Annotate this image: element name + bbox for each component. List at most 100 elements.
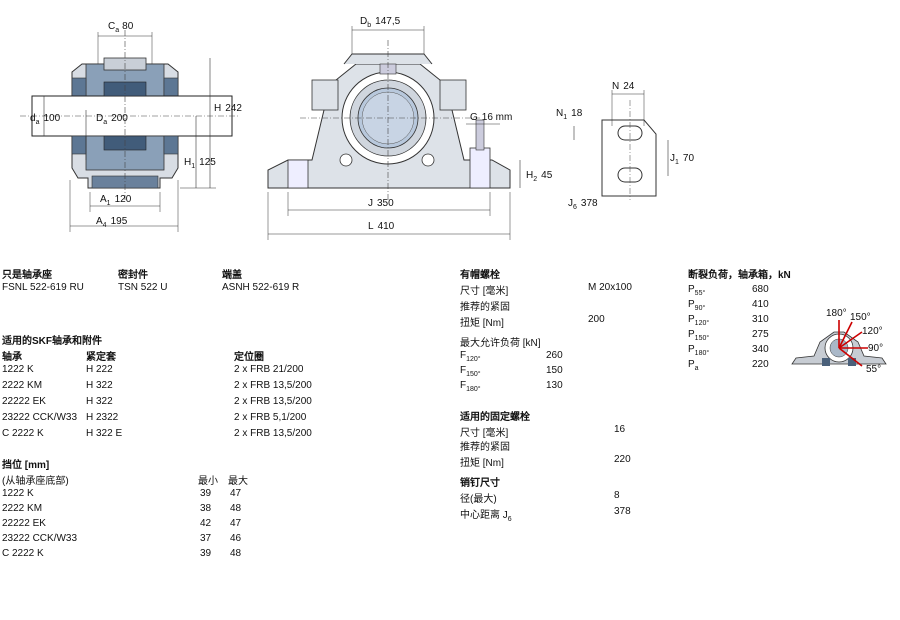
abutment-bearing: C 2222 K bbox=[2, 548, 44, 559]
dowel-center-label: 中心距离 J6 bbox=[460, 510, 512, 523]
attach-bolts-torque-unit: 扭矩 [Nm] bbox=[460, 458, 504, 469]
angle-label-120: 120° bbox=[862, 326, 883, 337]
breaking-load-value: 340 bbox=[752, 344, 769, 355]
abutment-bearing: 1222 K bbox=[2, 488, 34, 499]
breaking-load-label: P180° bbox=[688, 344, 710, 357]
angle-label-180: 180° bbox=[826, 308, 847, 319]
accessory-sleeve: H 322 E bbox=[86, 428, 123, 439]
attach-bolts-size-value: 16 bbox=[614, 424, 626, 435]
abutment-min: 39 bbox=[200, 488, 212, 499]
accessories-title: 适用的SKF轴承和附件 bbox=[2, 336, 102, 347]
accessory-ring: 2 x FRB 13,5/200 bbox=[234, 428, 312, 439]
accessory-bearing: 2222 KM bbox=[2, 380, 43, 391]
breaking-load-label: P90° bbox=[688, 299, 706, 312]
max-load-value: 150 bbox=[546, 365, 563, 376]
seal-value: TSN 522 U bbox=[118, 282, 168, 293]
abutment-max: 47 bbox=[230, 488, 242, 499]
cap-bolts-torque-unit: 扭矩 [Nm] bbox=[460, 318, 504, 329]
abutment-min: 37 bbox=[200, 533, 212, 544]
max-load-label: F150° bbox=[460, 365, 481, 378]
cap-bolts-torque-value: 200 bbox=[588, 314, 605, 325]
abutment-min-label: 最小 bbox=[198, 476, 218, 487]
breaking-load-label: P150° bbox=[688, 329, 710, 342]
seal-title: 密封件 bbox=[118, 270, 148, 281]
cap-bolts-torque-label: 推荐的紧固 bbox=[460, 302, 510, 313]
abutment-max: 46 bbox=[230, 533, 242, 544]
max-load-title: 最大允许负荷 [kN] bbox=[460, 338, 541, 349]
accessory-ring: 2 x FRB 13,5/200 bbox=[234, 396, 312, 407]
breaking-load-label: P55° bbox=[688, 284, 706, 297]
accessory-ring: 2 x FRB 13,5/200 bbox=[234, 380, 312, 391]
breaking-load-value: 310 bbox=[752, 314, 769, 325]
attach-bolts-size-label: 尺寸 [毫米] bbox=[460, 428, 509, 439]
abutment-min: 38 bbox=[200, 503, 212, 514]
abutment-max: 48 bbox=[230, 548, 242, 559]
abutment-max: 48 bbox=[230, 503, 242, 514]
accessory-bearing: 22222 EK bbox=[2, 396, 46, 407]
accessory-bearing: 1222 K bbox=[2, 364, 34, 375]
max-load-label: F120° bbox=[460, 350, 481, 363]
abutment-bearing: 2222 KM bbox=[2, 503, 43, 514]
accessory-bearing: C 2222 K bbox=[2, 428, 44, 439]
attach-bolts-torque-label: 推荐的紧固 bbox=[460, 442, 510, 453]
breaking-load-value: 275 bbox=[752, 329, 769, 340]
dowel-title: 销钉尺寸 bbox=[460, 478, 500, 489]
abutment-title: 挡位 [mm] bbox=[2, 460, 50, 471]
load-direction-diagram: 180° 150° 120° 90° 55° bbox=[791, 308, 887, 375]
cap-bolts-size-value: M 20x100 bbox=[588, 282, 632, 293]
max-load-value: 260 bbox=[546, 350, 563, 361]
angle-label-55: 55° bbox=[866, 364, 881, 375]
abutment-bearing: 23222 CCK/W33 bbox=[2, 533, 78, 544]
end-cover-value: ASNH 522-619 R bbox=[222, 282, 300, 293]
attach-bolts-torque-value: 220 bbox=[614, 454, 631, 465]
abutment-subtitle: (从轴承座底部) bbox=[2, 476, 69, 487]
accessory-ring: 2 x FRB 5,1/200 bbox=[234, 412, 307, 423]
angle-label-90: 90° bbox=[868, 343, 883, 354]
breaking-load-label: P120° bbox=[688, 314, 710, 327]
accessory-ring: 2 x FRB 21/200 bbox=[234, 364, 304, 375]
cap-bolts-size-label: 尺寸 [毫米] bbox=[460, 286, 509, 297]
cap-bolts-title: 有帽螺栓 bbox=[460, 270, 500, 281]
accessories-header-bearing: 轴承 bbox=[2, 352, 22, 363]
breaking-load-title: 断裂负荷，轴承箱，kN bbox=[688, 270, 791, 281]
dowel-center-value: 378 bbox=[614, 506, 631, 517]
attach-bolts-title: 适用的固定螺栓 bbox=[460, 412, 530, 423]
abutment-max-label: 最大 bbox=[228, 476, 248, 487]
dowel-diameter-label: 径(最大) bbox=[460, 494, 497, 505]
front-view bbox=[267, 26, 521, 240]
foot-detail-view bbox=[573, 90, 669, 200]
accessory-sleeve: H 222 bbox=[86, 364, 113, 375]
housing-title: 只是轴承座 bbox=[2, 270, 52, 281]
accessory-bearing: 23222 CCK/W33 bbox=[2, 412, 78, 423]
angle-label-150: 150° bbox=[850, 312, 871, 323]
dowel-diameter-value: 8 bbox=[614, 490, 620, 501]
section-view bbox=[20, 30, 240, 232]
max-load-label: F180° bbox=[460, 380, 481, 393]
accessories-header-sleeve: 紧定套 bbox=[86, 352, 116, 363]
abutment-min: 39 bbox=[200, 548, 212, 559]
breaking-load-value: 680 bbox=[752, 284, 769, 295]
abutment-bearing: 22222 EK bbox=[2, 518, 46, 529]
housing-value: FSNL 522-619 RU bbox=[2, 282, 84, 293]
breaking-load-value: 220 bbox=[752, 359, 769, 370]
breaking-load-label: Pa bbox=[688, 359, 699, 372]
accessory-sleeve: H 322 bbox=[86, 396, 113, 407]
accessories-header-ring: 定位圈 bbox=[234, 352, 264, 363]
breaking-load-value: 410 bbox=[752, 299, 769, 310]
accessory-sleeve: H 322 bbox=[86, 380, 113, 391]
